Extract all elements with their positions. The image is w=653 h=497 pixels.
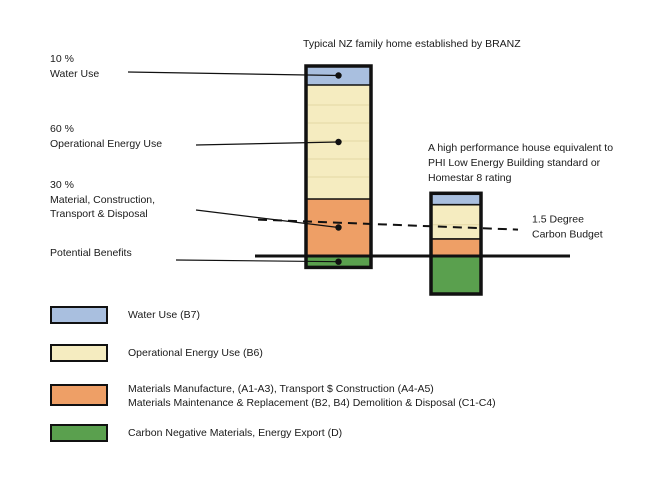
carbon-budget-label: 1.5 Degree: [532, 214, 584, 226]
legend-label-material: Materials Manufacture, (A1-A3), Transpor…: [128, 382, 496, 410]
annotation-leader-line: [195, 209, 339, 229]
legend-swatch-benefit: [50, 424, 108, 442]
annotation-dot: [335, 258, 342, 265]
bar-segment-benefit-2: [431, 256, 481, 294]
bar-segment-material-2: [431, 238, 481, 256]
legend-label-line: Materials Manufacture, (A1-A3), Transpor…: [128, 383, 434, 395]
annotation-leader-line: [175, 259, 339, 263]
bars-layer: [306, 66, 481, 294]
bar-outlines-layer: [304, 64, 483, 296]
legend-label-operational: Operational Energy Use (B6): [128, 346, 263, 360]
legend-label-line: Materials Maintenance & Replacement (B2,…: [128, 397, 496, 409]
annotation-pct: 60 %: [50, 123, 74, 135]
annotation-pct: 10 %: [50, 53, 74, 65]
annotation-dot: [335, 138, 342, 146]
bar-segment-operational-2: [431, 204, 481, 239]
category-labels-layer: Typical NZ family home established by BR…: [303, 38, 613, 184]
legend-swatch-material: [50, 384, 108, 406]
annotation-label: Potential Benefits: [50, 247, 132, 259]
annotation-dot: [335, 224, 342, 231]
annotation-label: Material, Construction,: [50, 194, 155, 206]
bar-segment-water-2: [431, 193, 481, 205]
legend-label-line: Water Use (B7): [128, 309, 200, 321]
carbon-budget-line: [257, 218, 519, 231]
annotation-label: Operational Energy Use: [50, 138, 162, 150]
carbon-budget-label: Carbon Budget: [532, 229, 603, 241]
annotation-pct: 30 %: [50, 179, 74, 191]
category-label-1: Typical NZ family home established by BR…: [303, 38, 521, 50]
annotation-dot: [335, 72, 342, 79]
annotation-leader-line: [127, 71, 339, 77]
legend-swatch-water: [50, 306, 108, 324]
legend-swatch-operational: [50, 344, 108, 362]
category-label-2: PHI Low Energy Building standard or: [428, 157, 601, 169]
category-label-2: A high performance house equivalent to: [428, 142, 613, 154]
legend-label-line: Carbon Negative Materials, Energy Export…: [128, 427, 343, 439]
annotations-layer: 10 % Water Use 60 % Operational Energy Use 3…: [50, 53, 342, 265]
annotation-label: Water Use: [50, 68, 99, 80]
legend-label-benefit: Carbon Negative Materials, Energy Export…: [128, 426, 342, 440]
annotation-label: Transport & Disposal: [50, 208, 148, 220]
legend-label-water: Water Use (B7): [128, 308, 200, 322]
category-label-2: Homestar 8 rating: [428, 172, 512, 184]
annotation-leader-line: [195, 141, 339, 146]
legend-label-line: Operational Energy Use (B6): [128, 347, 263, 359]
